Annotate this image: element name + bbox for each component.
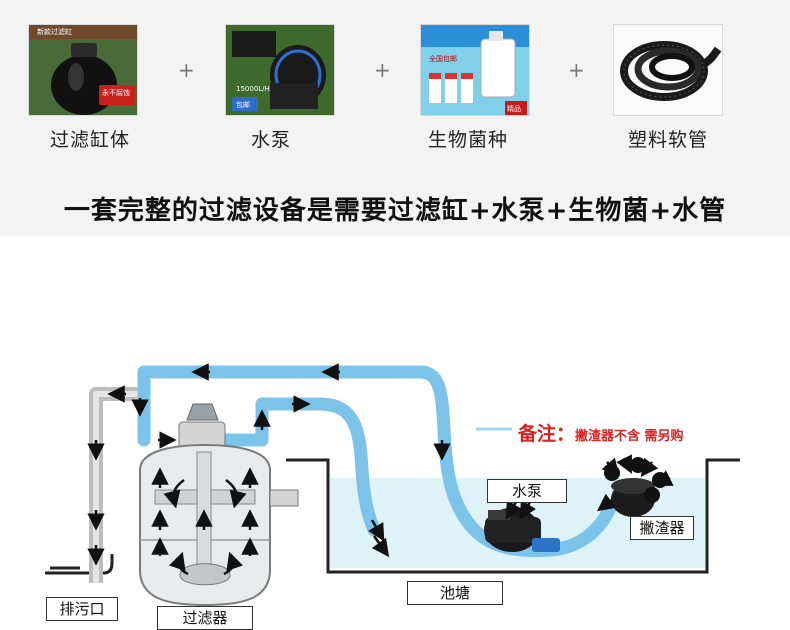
product-pack-text: 15000L/H [236, 85, 270, 93]
plus-sign: + [374, 58, 391, 82]
product-badge: 永不腐蚀 [102, 89, 130, 97]
hose-product-image [613, 24, 723, 116]
flow-arrow [601, 457, 620, 477]
note-text: 撇渣器不含 需另购 [575, 429, 684, 444]
flow-arrow [597, 493, 617, 512]
ground-line [45, 554, 114, 575]
flow-arrow [640, 457, 659, 477]
note: 备注：撇渣器不含 需另购 [518, 419, 684, 446]
return-pipe [137, 365, 617, 558]
product-pack-text: 全国包邮 [429, 55, 457, 63]
plus-sign: + [178, 58, 195, 82]
product-pack-text: 新款过滤缸 [37, 28, 72, 36]
pump-product-image: 15000L/H 包邮 [225, 24, 335, 116]
bacteria-product-image: 全国包邮 精品 [420, 24, 530, 116]
flow-arrow [371, 535, 390, 558]
filter-tank [139, 403, 299, 607]
flow-arrow [223, 551, 244, 576]
flow-arrow [616, 454, 632, 474]
product-label-pump: 水泵 [250, 129, 291, 151]
product-badge: 包邮 [236, 101, 250, 109]
drain-pipe [89, 387, 147, 583]
skimmer-label: 撇渣器 [630, 516, 694, 540]
flow-arrow [225, 479, 247, 509]
plus-sign: + [568, 58, 585, 82]
flow-arrow [163, 479, 185, 509]
note-label: 备注： [518, 423, 576, 445]
supply-pipe [213, 397, 381, 537]
product-panel: 新款过滤缸 永不腐蚀 + 15000L/H 包邮 + [0, 0, 790, 236]
filter-label: 过滤器 [157, 606, 253, 630]
product-label-hose: 塑料软管 [627, 129, 708, 151]
flow-arrow [168, 551, 189, 576]
pump-label: 水泵 [487, 479, 567, 503]
flow-arrow [519, 499, 537, 520]
filtration-diagram [45, 363, 740, 607]
flow-arrow [368, 519, 385, 542]
flow-arrow [505, 499, 523, 520]
flow-arrow [654, 470, 674, 486]
product-label-filter: 过滤缸体 [49, 129, 130, 151]
drain-label: 排污口 [46, 597, 118, 621]
pond-label: 池塘 [407, 581, 503, 605]
headline: 一套完整的过滤设备是需要过滤缸+水泵+生物菌+水管 [63, 196, 727, 226]
product-label-bacteria: 生物菌种 [427, 129, 508, 151]
product-badge: 精品 [507, 105, 521, 113]
filter-tank-product-image: 新款过滤缸 永不腐蚀 [28, 24, 138, 116]
pond-wall [286, 458, 740, 574]
